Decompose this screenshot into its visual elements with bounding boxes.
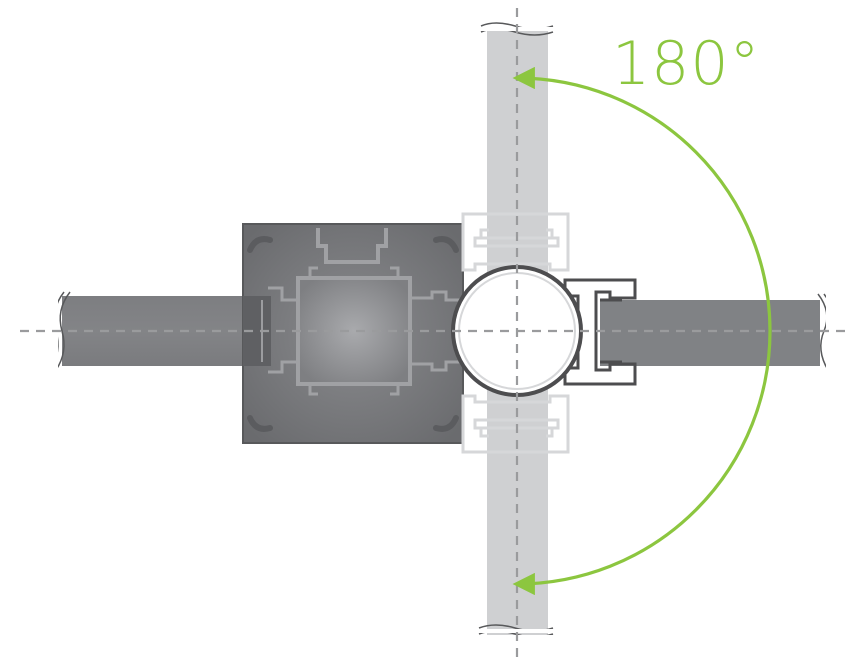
rotation-angle-label: 180°	[612, 29, 761, 99]
right-dark-panel	[600, 290, 838, 372]
main-frame-profile	[242, 223, 464, 444]
rotation-arc	[512, 66, 772, 596]
rotation-arc-path	[512, 66, 772, 596]
light-sash-outline	[461, 212, 570, 454]
